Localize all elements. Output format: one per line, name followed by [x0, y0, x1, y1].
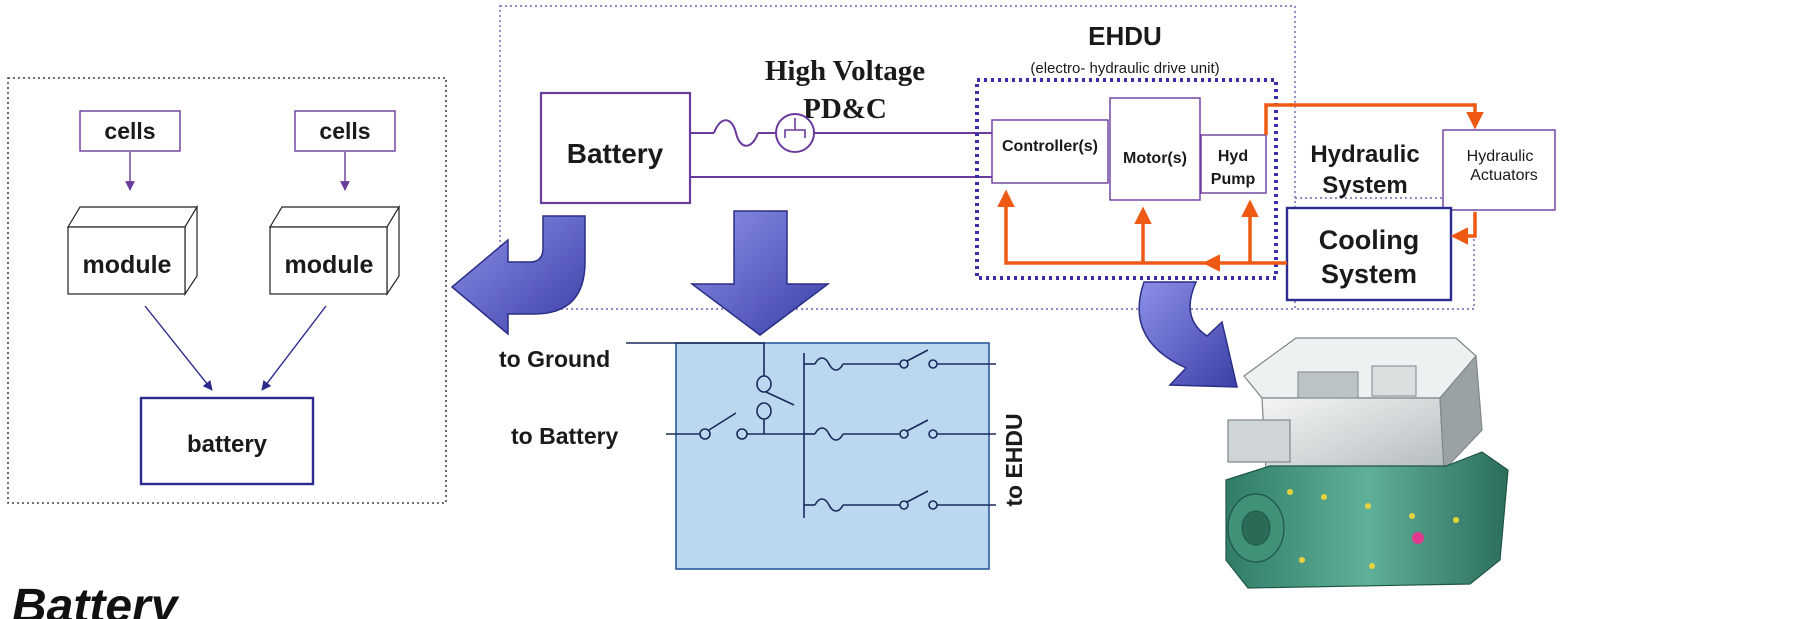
hv-pdc-title-line1: High Voltage [765, 55, 925, 87]
battery-panel-frame [7, 77, 447, 504]
module-label-left: module [83, 251, 172, 279]
cells-label-left: cells [104, 118, 155, 144]
cooling-system-label-line1: Cooling [1319, 225, 1419, 255]
hyd-pump-label-line1: Hyd [1218, 148, 1248, 165]
hv-system-frame [499, 5, 1296, 310]
return-to-controller-line [997, 189, 1016, 265]
hydraulic-flow-lines [997, 103, 1484, 272]
to-ehdu-label: to EHDU [1001, 413, 1027, 506]
hv-pdc-title-line2: PD&C [803, 93, 887, 125]
cells-box-left [79, 110, 181, 152]
ehdu-unit-illustration [1225, 337, 1509, 589]
pdc-panel-box [675, 342, 990, 570]
pdc-detail-arrow [689, 210, 831, 336]
fuse-icon [713, 119, 759, 147]
hydraulic-system-label-line2: System [1322, 172, 1407, 199]
cells-label-right: cells [319, 118, 370, 144]
to-ground-label: to Ground [499, 346, 610, 372]
hydraulic-system-label-line1: Hydraulic [1310, 141, 1419, 168]
switch-icon [906, 349, 929, 362]
cooling-system-box [1285, 206, 1453, 302]
fuse-icon [814, 498, 844, 512]
ehdu-detail-arrow [1138, 281, 1238, 388]
ehdu-title: EHDU [1088, 21, 1162, 51]
to-battery-label: to Battery [511, 423, 619, 449]
hv-battery-label: Battery [567, 138, 664, 169]
ehdu-frame [975, 78, 1278, 280]
battery-panel-caption: Battery [12, 580, 180, 619]
hydraulic-actuators-label-line2: Actuators [1470, 167, 1538, 184]
contactor-icon [775, 113, 815, 153]
cooling-system-label-line2: System [1321, 259, 1417, 289]
controller-label: Controller(s) [1002, 138, 1098, 155]
hydraulic-actuators-label-line1: Hydraulic [1467, 148, 1534, 165]
actuators-to-cooling-line [1450, 212, 1477, 245]
battery-panel: cells cells module module battery [7, 77, 447, 504]
pump-to-actuators-line [1264, 103, 1484, 135]
motor-label: Motor(s) [1123, 150, 1187, 167]
module-to-battery-arrow-right [261, 305, 327, 391]
motor-box [1109, 97, 1201, 201]
controller-box [991, 119, 1109, 184]
hyd-pump-label-line2: Pump [1211, 171, 1256, 188]
cells-box-right [294, 110, 396, 152]
hv-battery-box [539, 91, 692, 205]
module-box-right [268, 204, 401, 296]
battery-pack-box [139, 396, 315, 486]
switch-icon [906, 419, 929, 432]
ehdu-subtitle: (electro- hydraulic drive unit) [1030, 60, 1219, 77]
battery-detail-arrow [450, 215, 586, 336]
hyd-pump-box [1200, 134, 1267, 194]
switch-icon [906, 490, 929, 503]
hydraulic-actuators-box [1442, 129, 1556, 211]
fuse-icon [814, 427, 844, 441]
module-to-battery-arrow-left [144, 305, 213, 391]
battery-pack-label: battery [187, 431, 268, 458]
hv-power-lines [690, 113, 992, 178]
module-label-right: module [285, 251, 374, 279]
module-box-left [66, 204, 199, 296]
contactor-icon [756, 375, 772, 393]
fuse-icon [814, 357, 844, 371]
switch-icon [708, 412, 737, 431]
pdc-detail-schematic: to Ground to Battery to EHDU [499, 342, 1027, 570]
